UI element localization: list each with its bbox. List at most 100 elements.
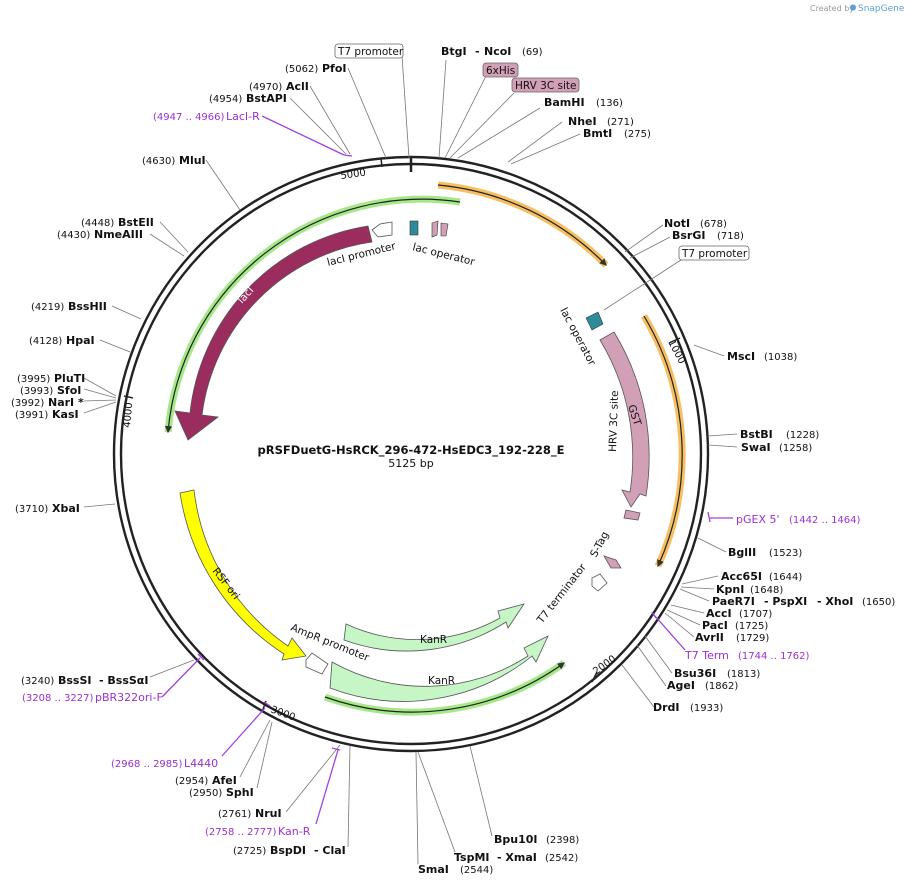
pos-1813: (1813)	[727, 669, 760, 680]
site-nhei[interactable]: NheI	[568, 115, 597, 128]
pos-3993: (3993)	[20, 386, 53, 397]
rsf-ori-feature[interactable]	[179, 489, 307, 661]
pos-4954: (4954)	[209, 94, 242, 105]
site-bsshii[interactable]: BssHII	[68, 300, 107, 313]
site-xhoi[interactable]: - XhoI	[817, 595, 853, 608]
site-nmeaiii[interactable]: NmeAIII	[94, 228, 143, 241]
site-acli[interactable]: AclI	[286, 80, 309, 93]
site-kasi[interactable]: KasI	[52, 408, 79, 421]
tick-5000: 5000	[340, 168, 367, 182]
pos-678: (678)	[700, 219, 727, 230]
primer-kanr[interactable]: Kan-R	[278, 825, 311, 838]
site-avrii[interactable]: AvrII	[695, 631, 724, 644]
site-pfoi[interactable]: PfoI	[322, 62, 347, 75]
site-sfoi[interactable]: SfoI	[57, 384, 81, 397]
pos-1862: (1862)	[705, 681, 738, 692]
site-bspdi[interactable]: BspDI	[270, 844, 306, 857]
pos-1644: (1644)	[769, 572, 802, 583]
site-bstbi[interactable]: BstBI	[740, 428, 773, 441]
primer-l4440[interactable]: L4440	[184, 757, 218, 770]
hrv-top-box[interactable]	[511, 77, 580, 93]
site-bpu10i[interactable]: Bpu10I	[494, 833, 538, 846]
site-bamhi[interactable]: BamHI	[544, 96, 585, 109]
kanr-outer-label: KanR	[428, 675, 455, 687]
site-bsssi[interactable]: BssSI	[58, 674, 92, 687]
snapgene-logo-icon	[850, 4, 856, 11]
site-ncoi[interactable]: NcoI	[484, 45, 511, 58]
his-tag-small-feature[interactable]	[431, 220, 439, 238]
site-bglii[interactable]: BglII	[728, 546, 756, 559]
site-bsrgi[interactable]: BsrGI	[672, 229, 705, 242]
site-swai[interactable]: SwaI	[741, 441, 771, 454]
site-acc65i[interactable]: Acc65I	[721, 570, 762, 583]
pos-1933: (1933)	[690, 703, 723, 714]
primer-laci-r[interactable]: LacI-R	[226, 110, 260, 123]
primer-pgex[interactable]: pGEX 5'	[736, 513, 780, 526]
site-clai[interactable]: - ClaI	[314, 844, 346, 857]
primer-kanr-pos: (2758 .. 2777)	[205, 827, 277, 838]
stag-label: S-Tag	[588, 530, 611, 560]
site-nari[interactable]: NarI *	[48, 396, 84, 409]
laci-promoter-feature[interactable]	[371, 221, 393, 238]
site-noti[interactable]: NotI	[664, 217, 690, 230]
site-nrui[interactable]: NruI	[255, 807, 282, 820]
hrv-inner-feature[interactable]	[623, 509, 641, 521]
pos-3240: (3240)	[21, 676, 54, 687]
site-bsssai[interactable]: - BssSαI	[99, 674, 148, 687]
site-sphi[interactable]: SphI	[226, 786, 254, 799]
pos-1523: (1523)	[769, 548, 802, 559]
pos-2544: (2544)	[460, 865, 493, 876]
primer-pbr[interactable]: pBR322ori-F	[95, 691, 163, 704]
lac-operator-top-label: lac operator	[411, 241, 476, 268]
site-xbai[interactable]: XbaI	[52, 502, 80, 515]
site-smai[interactable]: SmaI	[418, 863, 449, 876]
pos-1038: (1038)	[764, 352, 797, 363]
site-mlui[interactable]: MluI	[179, 154, 206, 167]
site-paci[interactable]: PacI	[702, 619, 728, 632]
hrv-small-feature[interactable]	[440, 222, 449, 237]
gst-feature[interactable]	[599, 331, 650, 508]
pos-2950: (2950)	[189, 788, 222, 799]
t7-promoter-top-label: T7 promoter	[337, 46, 404, 58]
pos-1729: (1729)	[736, 633, 769, 644]
site-tspmi[interactable]: TspMI	[454, 851, 490, 864]
credit-prefix: Created by	[810, 4, 854, 13]
his-tag-box[interactable]	[482, 62, 519, 78]
lac-operator-top-feature[interactable]	[409, 220, 419, 236]
site-acci[interactable]: AccI	[706, 607, 732, 620]
site-bsteii[interactable]: BstEII	[118, 216, 154, 229]
site-bstapi[interactable]: BstAPI	[246, 92, 287, 105]
t7-terminator-label: T7 terminator	[534, 561, 589, 627]
site-pspxi[interactable]: - PspXI	[764, 595, 807, 608]
primer-t7term-pos: (1744 .. 1762)	[738, 651, 810, 662]
site-pluti[interactable]: PluTI	[54, 372, 85, 385]
site-paer7i[interactable]: PaeR7I	[712, 595, 755, 608]
lac-operator-right-feature[interactable]	[585, 311, 604, 331]
site-agei[interactable]: AgeI	[667, 679, 695, 692]
site-bsu36i[interactable]: Bsu36I	[674, 667, 716, 680]
stag-feature[interactable]	[603, 555, 622, 569]
site-msci[interactable]: MscI	[727, 350, 755, 363]
t7-terminator-feature[interactable]	[591, 573, 608, 592]
credit-brand[interactable]: SnapGene	[858, 4, 905, 14]
t7-promoter-right-box[interactable]	[678, 245, 750, 261]
kanr-inner-feature[interactable]	[343, 603, 525, 652]
site-btgi[interactable]: BtgI	[441, 45, 467, 58]
pos-275: (275)	[624, 129, 651, 140]
ampr-promoter-feature[interactable]	[305, 652, 329, 675]
pos-69: (69)	[522, 47, 543, 58]
site-bmti[interactable]: BmtI	[583, 127, 612, 140]
hrv-top-label: HRV 3C site	[515, 80, 576, 92]
site-xmai[interactable]: - XmaI	[497, 851, 537, 864]
kanr-outer-feature[interactable]	[329, 635, 549, 702]
site-afei[interactable]: AfeI	[212, 774, 237, 787]
site-dash-1: -	[475, 45, 480, 58]
primer-laci-r-pos: (4947 .. 4966)	[153, 112, 225, 123]
backbone-outer	[112, 155, 710, 753]
site-kpni[interactable]: KpnI	[716, 583, 744, 596]
primer-t7term[interactable]: T7 Term	[684, 649, 729, 662]
site-drdi[interactable]: DrdI	[653, 701, 680, 714]
t7-promoter-top-box[interactable]	[334, 43, 404, 59]
laci-feature[interactable]	[174, 225, 373, 441]
site-hpai[interactable]: HpaI	[66, 334, 95, 347]
